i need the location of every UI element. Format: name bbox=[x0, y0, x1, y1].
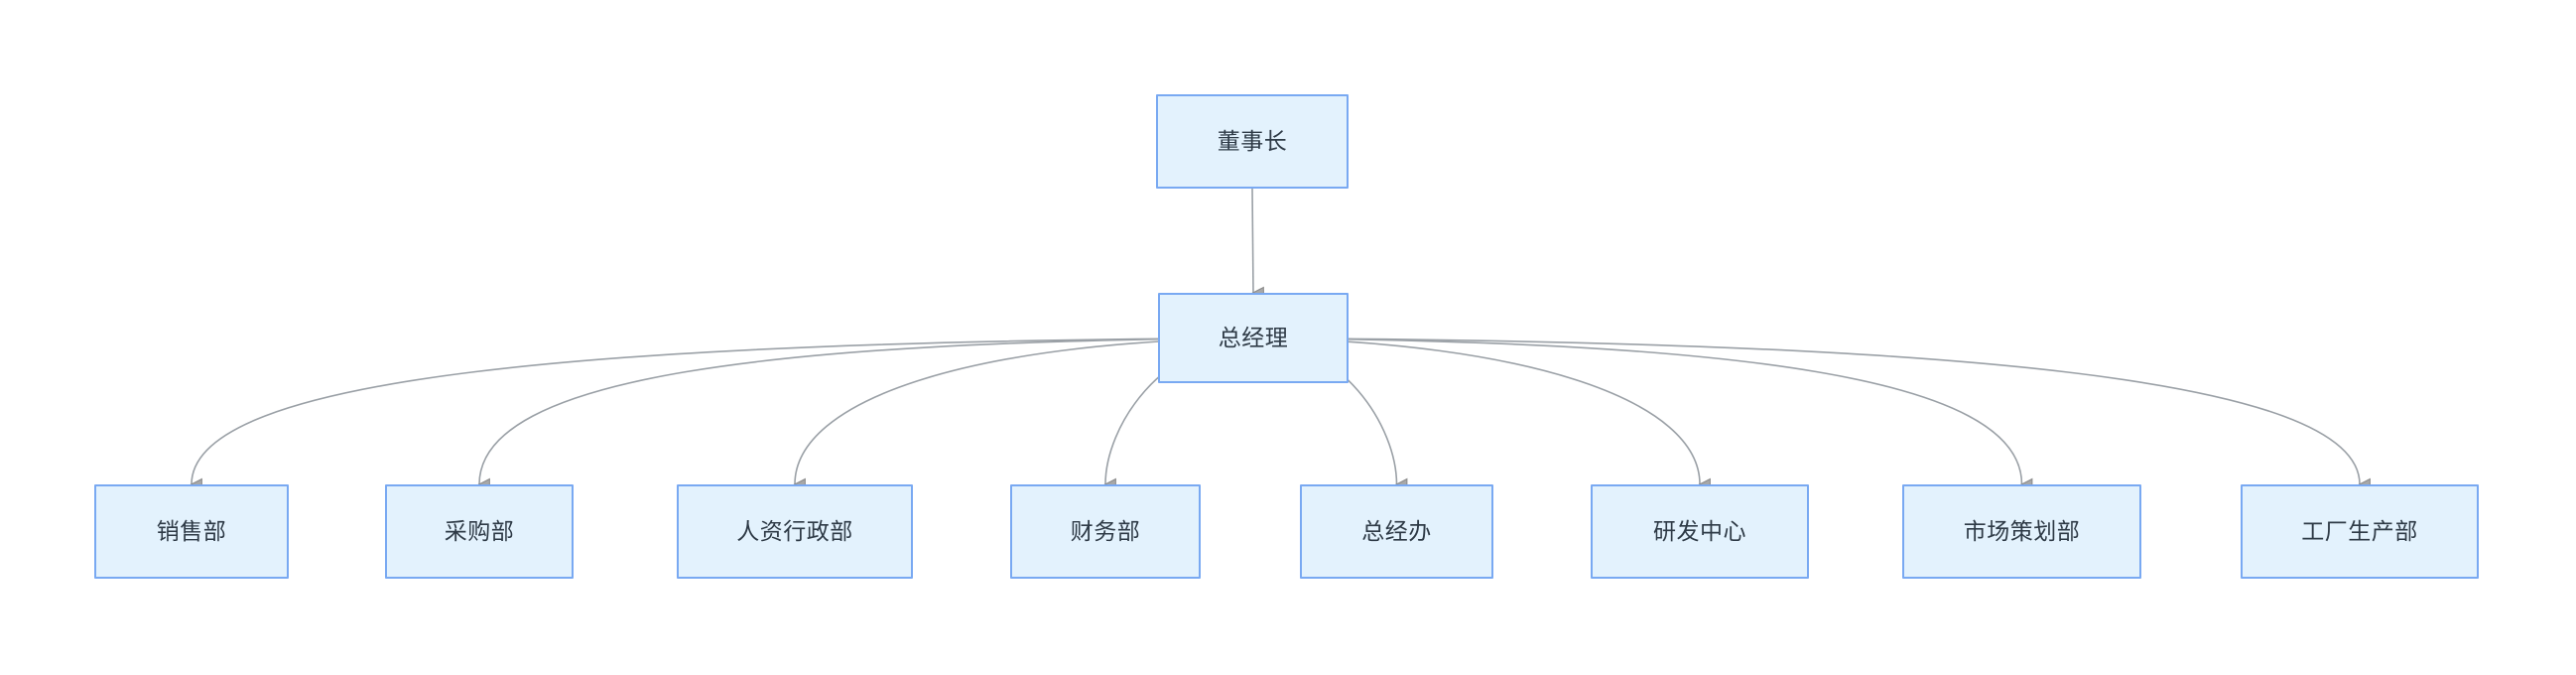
node-rnd[interactable]: 研发中心 bbox=[1591, 484, 1809, 579]
node-sales[interactable]: 销售部 bbox=[94, 484, 289, 579]
edge-gm-to-sales bbox=[190, 337, 1254, 491]
node-label: 采购部 bbox=[444, 517, 515, 544]
node-gm_office[interactable]: 总经办 bbox=[1300, 484, 1493, 579]
node-chairman[interactable]: 董事长 bbox=[1156, 94, 1349, 189]
node-factory[interactable]: 工厂生产部 bbox=[2241, 484, 2479, 579]
node-gm[interactable]: 总经理 bbox=[1158, 293, 1349, 383]
edge-gm-to-factory bbox=[1252, 337, 2371, 491]
node-label: 总经办 bbox=[1361, 517, 1432, 544]
node-label: 销售部 bbox=[156, 517, 227, 544]
node-label: 董事长 bbox=[1217, 127, 1288, 154]
node-label: 人资行政部 bbox=[736, 517, 853, 544]
edge-gm-to-purchase bbox=[477, 337, 1254, 491]
node-finance[interactable]: 财务部 bbox=[1010, 484, 1201, 579]
node-label: 市场策划部 bbox=[1963, 517, 2081, 544]
edge-gm-to-marketing bbox=[1252, 337, 2033, 491]
node-purchase[interactable]: 采购部 bbox=[385, 484, 574, 579]
node-label: 财务部 bbox=[1070, 517, 1141, 544]
node-marketing[interactable]: 市场策划部 bbox=[1902, 484, 2141, 579]
node-label: 工厂生产部 bbox=[2301, 517, 2418, 544]
node-hr_admin[interactable]: 人资行政部 bbox=[677, 484, 913, 579]
edge-chairman-to-gm bbox=[1251, 188, 1264, 300]
node-label: 研发中心 bbox=[1653, 517, 1746, 544]
node-label: 总经理 bbox=[1218, 324, 1289, 350]
